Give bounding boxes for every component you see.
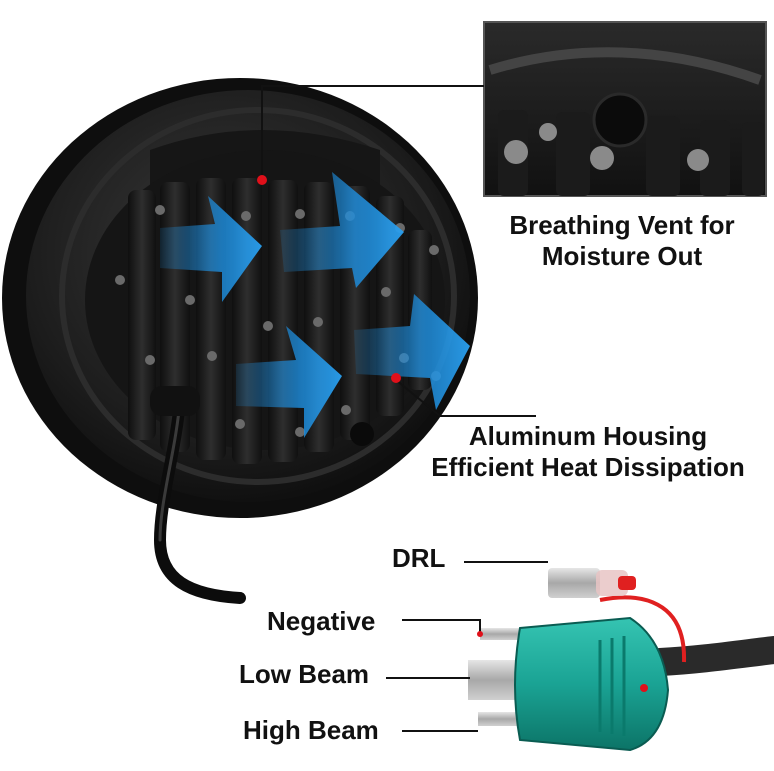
airflow-arrows (160, 172, 470, 438)
wiring-leader-lines (386, 561, 548, 732)
negative-label: Negative (267, 606, 376, 636)
housing-callout-label: Aluminum Housing Efficient Heat Dissipat… (404, 421, 772, 482)
vent-closeup-inset (483, 21, 767, 197)
housing-callout-line1: Aluminum Housing (468, 421, 708, 451)
low-beam-label: Low Beam (239, 659, 370, 689)
callout-lines (261, 85, 536, 417)
vent-callout-line2: Moisture Out (541, 240, 703, 271)
vent-callout-label: Breathing Vent for Moisture Out (470, 210, 774, 271)
callout-markers (257, 175, 401, 383)
high-beam-label: High Beam (243, 715, 379, 745)
power-cable (150, 386, 246, 604)
drl-label: DRL (392, 543, 446, 573)
vent-callout-line1: Breathing Vent for (509, 210, 735, 240)
wiring-markers (477, 631, 648, 692)
housing-callout-line2: Efficient Heat Dissipation (431, 451, 745, 482)
h4-plug-assembly (468, 568, 774, 752)
